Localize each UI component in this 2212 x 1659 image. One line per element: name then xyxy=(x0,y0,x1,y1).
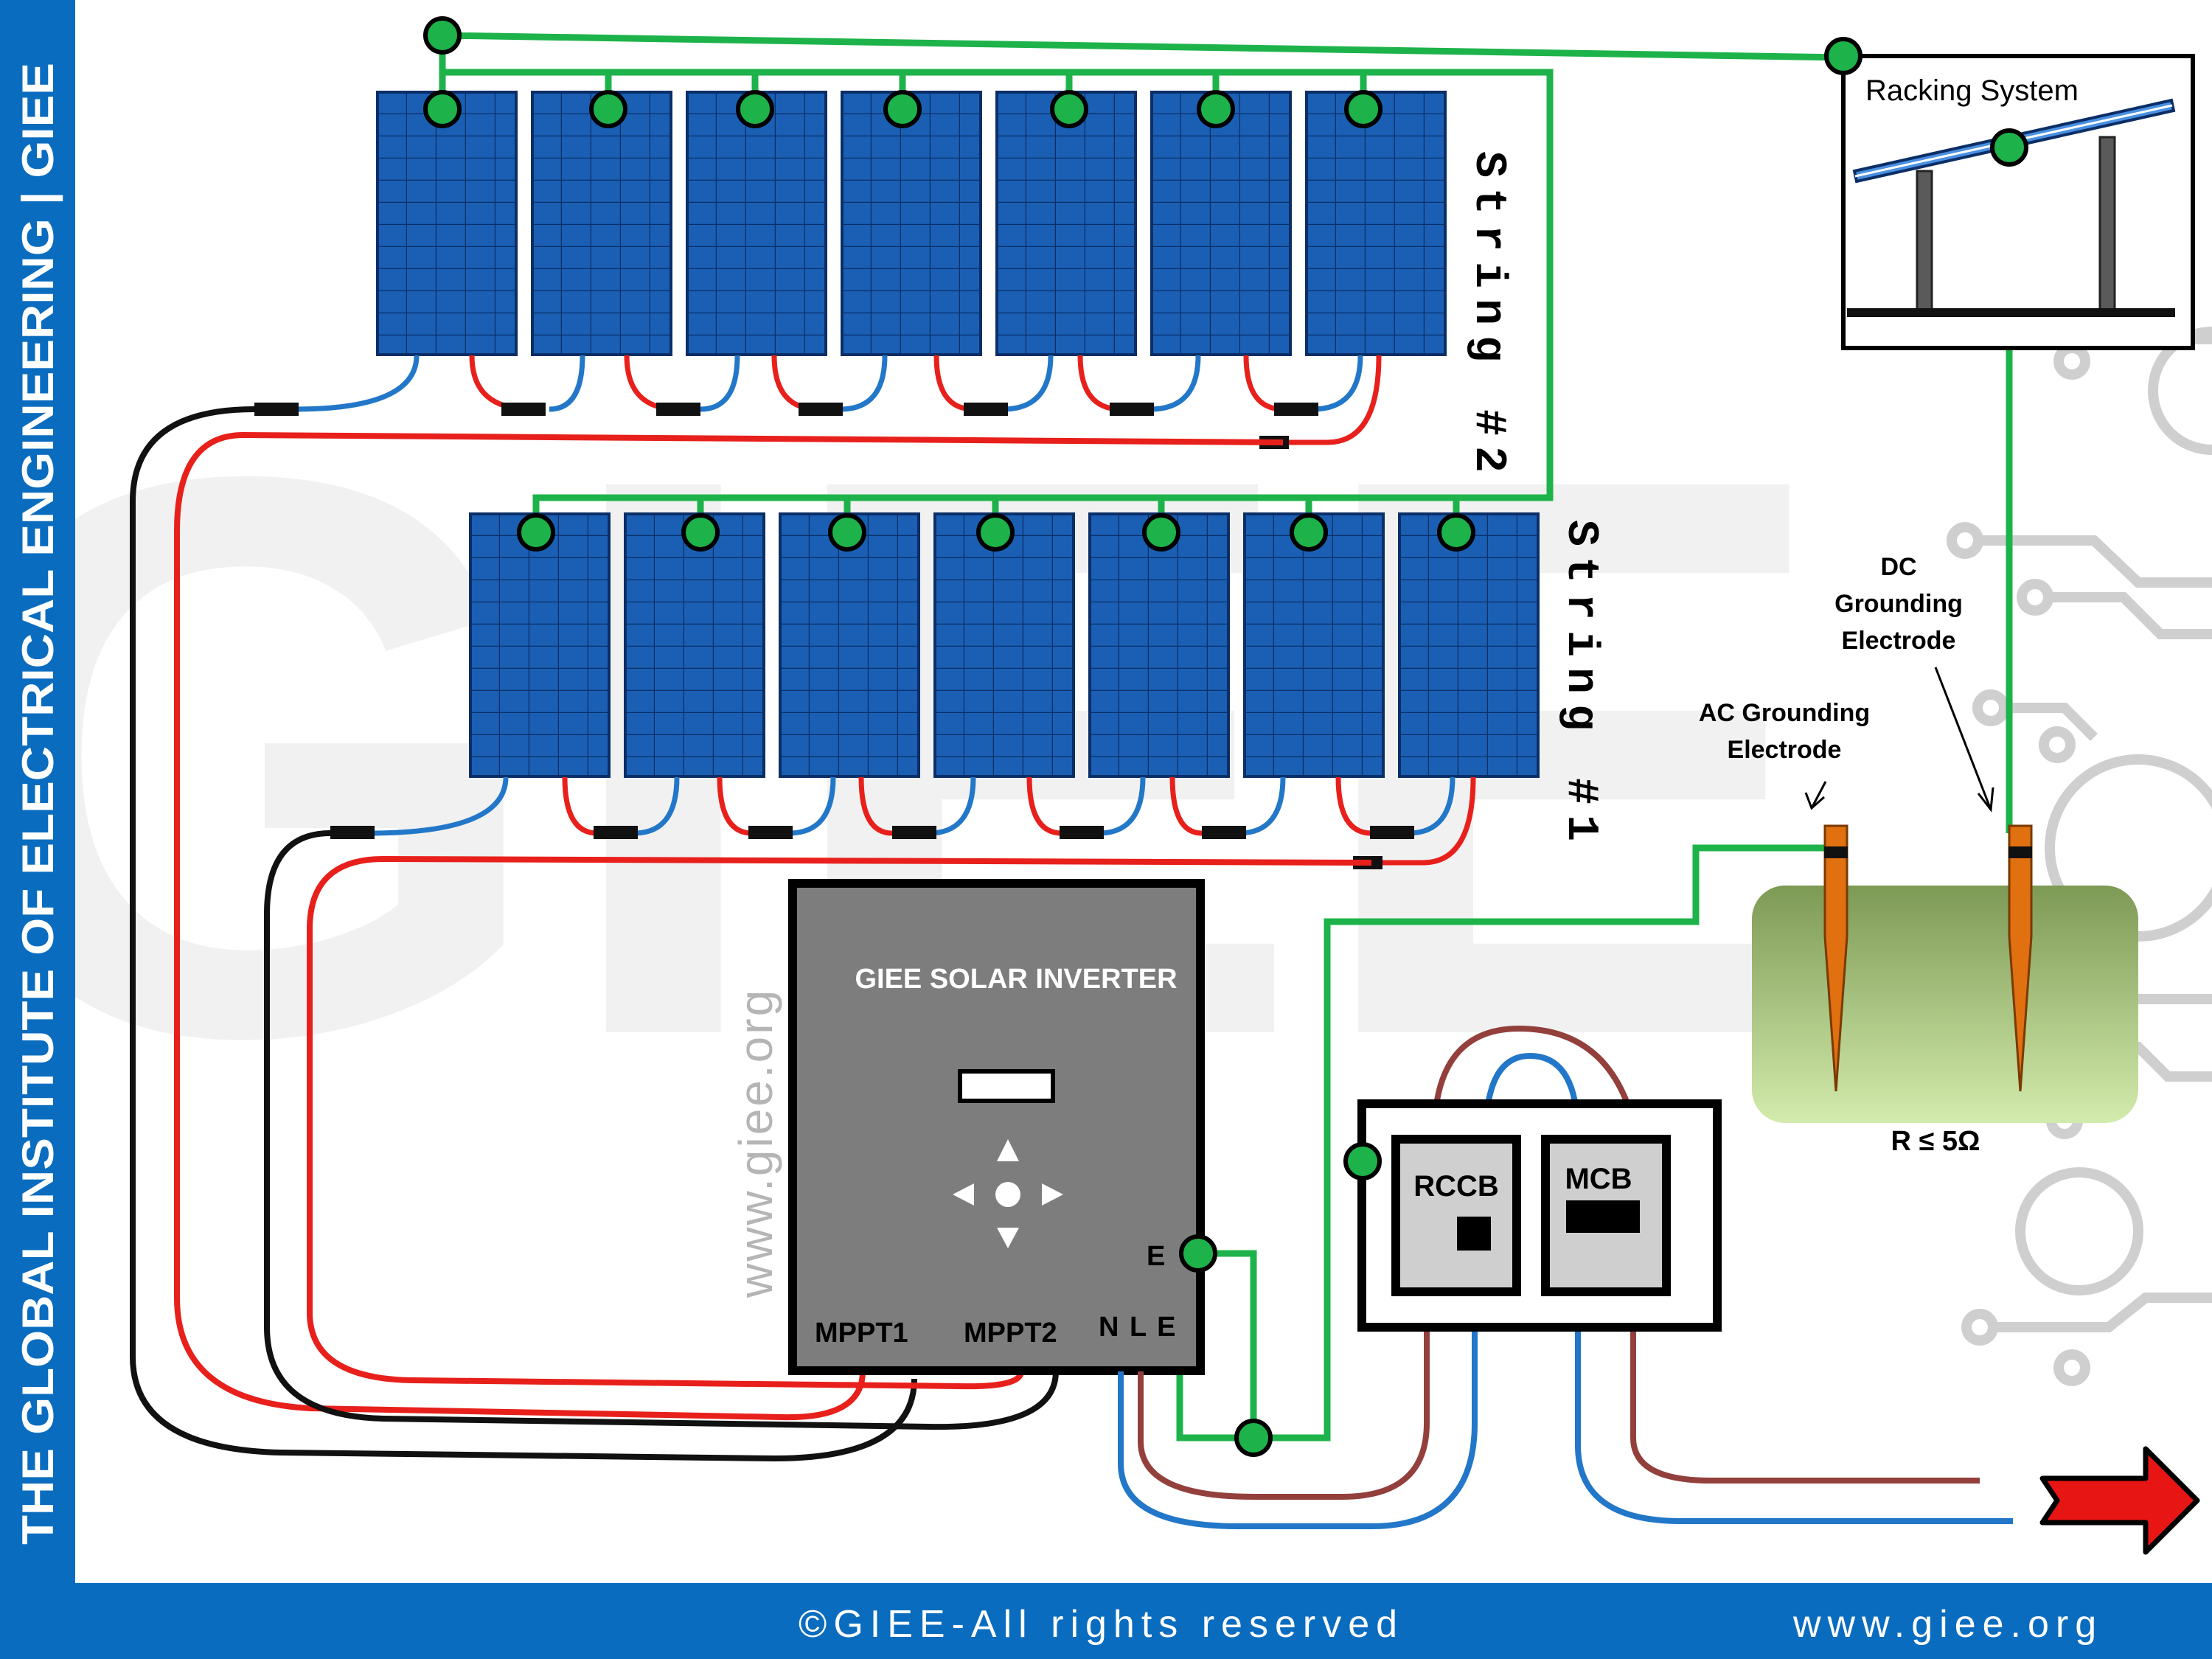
footer-url: www.giee.org xyxy=(1792,1603,2103,1646)
pv-panel xyxy=(1398,512,1540,778)
ac-grounding-electrode xyxy=(1823,824,1848,1092)
ac-electrode-label-line2: Electrode xyxy=(1728,736,1842,764)
ground-resistance-label: R ≤ 5Ω xyxy=(1891,1126,1980,1157)
inverter-mppt2-label: MPPT2 xyxy=(964,1318,1057,1349)
pv-panel xyxy=(779,512,920,778)
ground-node xyxy=(425,18,459,52)
dc-electrode-label-line2: Grounding xyxy=(1834,590,1963,618)
racking-system: Racking System xyxy=(1841,54,2195,350)
ground-node xyxy=(519,515,553,549)
ground-node xyxy=(1439,515,1473,549)
racking-box xyxy=(1841,54,2195,350)
label-pointers xyxy=(1804,667,1994,813)
ground-node xyxy=(830,515,864,549)
ground-node xyxy=(1237,1421,1270,1455)
racking-label: Racking System xyxy=(1865,74,2079,107)
circuit-trace-decoration xyxy=(1947,275,2212,1386)
pv-panel xyxy=(531,91,672,356)
arrow-down-icon xyxy=(997,1228,1019,1248)
ok-button-icon xyxy=(995,1182,1020,1207)
pv-panel xyxy=(1150,91,1292,356)
dc-electrode-label-line3: Electrode xyxy=(1842,627,1956,655)
ground-node xyxy=(1346,92,1380,126)
string-2-label: String #2 xyxy=(1463,151,1513,483)
ground-node xyxy=(425,92,459,126)
string-1-label: String #1 xyxy=(1555,520,1605,852)
arrow-right-icon xyxy=(1042,1183,1063,1206)
ground-node xyxy=(1052,92,1086,126)
inverter-earth-label: E xyxy=(1147,1241,1165,1272)
watermark-url-vertical: www.giee.org xyxy=(729,988,782,1298)
ground-node xyxy=(738,92,772,126)
soil-block xyxy=(1752,886,2138,1123)
footer-copyright: ©GIEE-All rights reserved xyxy=(799,1603,1404,1646)
sidebar-title: THE GLOBAL INSTITUTE OF ELECTRICAL ENGIN… xyxy=(13,63,63,1545)
pv-panel xyxy=(624,512,765,778)
breaker-enclosure: RCCB MCB xyxy=(1357,1099,1722,1332)
dc-home-run-cables xyxy=(130,406,1372,1462)
ground-node xyxy=(1181,1237,1215,1270)
ground-node xyxy=(1992,131,2026,164)
ground-node xyxy=(684,515,717,549)
ground-node xyxy=(978,515,1012,549)
ground-node xyxy=(1199,92,1233,126)
pv-string-1 xyxy=(469,512,1540,778)
ground-node xyxy=(1826,39,1860,73)
rccb-toggle xyxy=(1457,1217,1491,1251)
pv-panel xyxy=(995,91,1137,356)
pv-panel xyxy=(469,512,611,778)
ac-output-cables xyxy=(1118,1025,2013,1529)
mcb-label: MCB xyxy=(1565,1163,1632,1195)
inverter-title: GIEE SOLAR INVERTER xyxy=(855,964,1177,995)
pv-panel xyxy=(1243,512,1385,778)
rccb-body xyxy=(1391,1135,1521,1296)
inverter-mppt1-label: MPPT1 xyxy=(815,1318,908,1349)
pv-panel xyxy=(376,91,518,356)
ground-node xyxy=(886,92,919,126)
ground-node xyxy=(591,92,625,126)
string-1-connectors xyxy=(330,826,1414,869)
dc-grounding-electrode xyxy=(2008,824,2033,1092)
string-2-connectors xyxy=(254,403,1318,449)
arrow-up-icon xyxy=(997,1139,1019,1161)
inverter-ac-terminals-label: N L E xyxy=(1099,1312,1175,1343)
pv-panel xyxy=(1305,91,1447,356)
arrow-left-icon xyxy=(953,1183,974,1206)
pv-string-2 xyxy=(376,91,1447,356)
ac-electrode-label-line1: AC Grounding xyxy=(1699,699,1870,727)
footer-band xyxy=(75,1583,2212,1659)
inverter-body xyxy=(788,879,1205,1375)
pv-panel xyxy=(841,91,982,356)
inverter-keypad xyxy=(953,1139,1063,1248)
sidebar-band xyxy=(0,0,75,1659)
mcb-toggle xyxy=(1566,1200,1640,1233)
pv-panel xyxy=(933,512,1075,778)
pv-panel xyxy=(686,91,827,356)
string-1-series-wiring xyxy=(368,776,1476,866)
solar-inverter: GIEE SOLAR INVERTER MPPT1 MPPT2 N L E E xyxy=(788,879,1205,1375)
inverter-display xyxy=(958,1069,1055,1103)
output-arrow-icon xyxy=(2039,1446,2200,1555)
ground-node xyxy=(1346,1144,1380,1178)
ground-node xyxy=(1144,515,1178,549)
rccb-label: RCCB xyxy=(1413,1170,1499,1203)
ground-node xyxy=(1292,515,1326,549)
dc-electrode-label-line1: DC xyxy=(1880,553,1916,581)
pv-panel xyxy=(1088,512,1230,778)
